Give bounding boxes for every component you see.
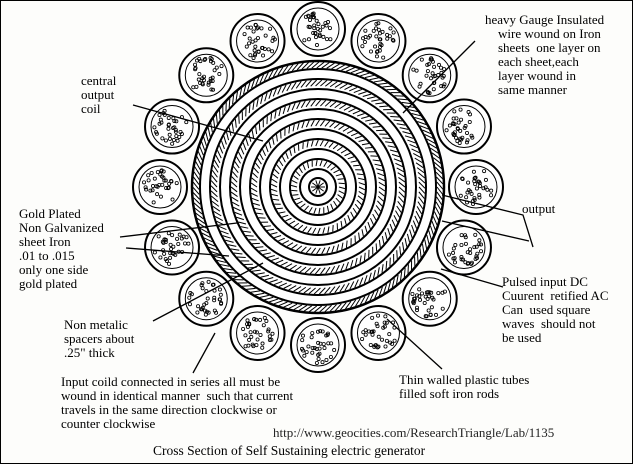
leader-spacers [152, 262, 264, 322]
iron-rod-tube [229, 13, 286, 70]
iron-rod-tubes [132, 1, 504, 373]
leader-input-coils [192, 332, 216, 374]
iron-rod-tube [350, 304, 407, 361]
leader-output [441, 194, 534, 248]
iron-rod-tube [132, 159, 188, 215]
leader-heavy-gauge [402, 40, 476, 114]
label-plastic-tubes: Thin walled plastic tubes filled soft ir… [399, 372, 530, 401]
label-gold-plated-iron: Gold Plated Non Galvanized sheet Iron .0… [19, 206, 104, 291]
sheet-ring [299, 168, 337, 206]
leader-gold-plated [119, 222, 238, 238]
label-output: output [522, 201, 556, 216]
sheet-ring [308, 177, 328, 197]
caption: Cross Section of Self Sustaining electri… [153, 443, 426, 458]
iron-rod-tube [435, 98, 492, 155]
leader-output-2 [441, 220, 530, 242]
leader-lines [119, 40, 534, 374]
label-pulsed-input: Pulsed input DC Cuurent retified AC Can … [502, 274, 609, 345]
iron-rod-tube [178, 47, 235, 104]
iron-rod-tube [178, 270, 235, 327]
iron-rod-tube [229, 304, 286, 361]
sheet-ring [219, 88, 417, 286]
sheet-ring [279, 148, 357, 226]
sheet-ring [199, 68, 437, 306]
iron-rod-tube [144, 219, 201, 276]
sheet-ring [229, 98, 407, 276]
sheet-ring [190, 59, 446, 315]
leader-pulsed-input [440, 268, 504, 288]
leader-central-coil [132, 104, 264, 142]
sheet-ring [259, 128, 377, 246]
leader-plastic-tubes [386, 318, 443, 370]
sheet-ring [289, 158, 347, 216]
label-central-output-coil: central output coil [81, 73, 117, 116]
source-url: http://www.geocities.com/ResearchTriangl… [273, 425, 555, 440]
label-heavy-gauge-wire: heavy Gauge Insulated wire wound on Iron… [485, 12, 605, 97]
label-input-coils: Input coild connected in series all must… [61, 374, 294, 431]
iron-rod-tube [448, 159, 504, 215]
iron-rod-tube [401, 270, 458, 327]
label-spacers: Non metalic spacers about .25" thick [64, 317, 135, 360]
iron-rod-tube [401, 47, 458, 104]
iron-rod-tube [144, 98, 201, 155]
iron-rod-tube [290, 1, 346, 57]
iron-rod-tube [290, 317, 346, 373]
iron-rod-tube [350, 13, 407, 70]
sheet-ring [209, 78, 427, 296]
leader-gold-plated-2 [125, 247, 230, 257]
sheet-ring [269, 138, 367, 236]
iron-rod-tube [435, 219, 492, 276]
sheet-ring [249, 118, 387, 256]
sheet-ring [239, 108, 397, 266]
concentric-coil-core [190, 59, 446, 315]
